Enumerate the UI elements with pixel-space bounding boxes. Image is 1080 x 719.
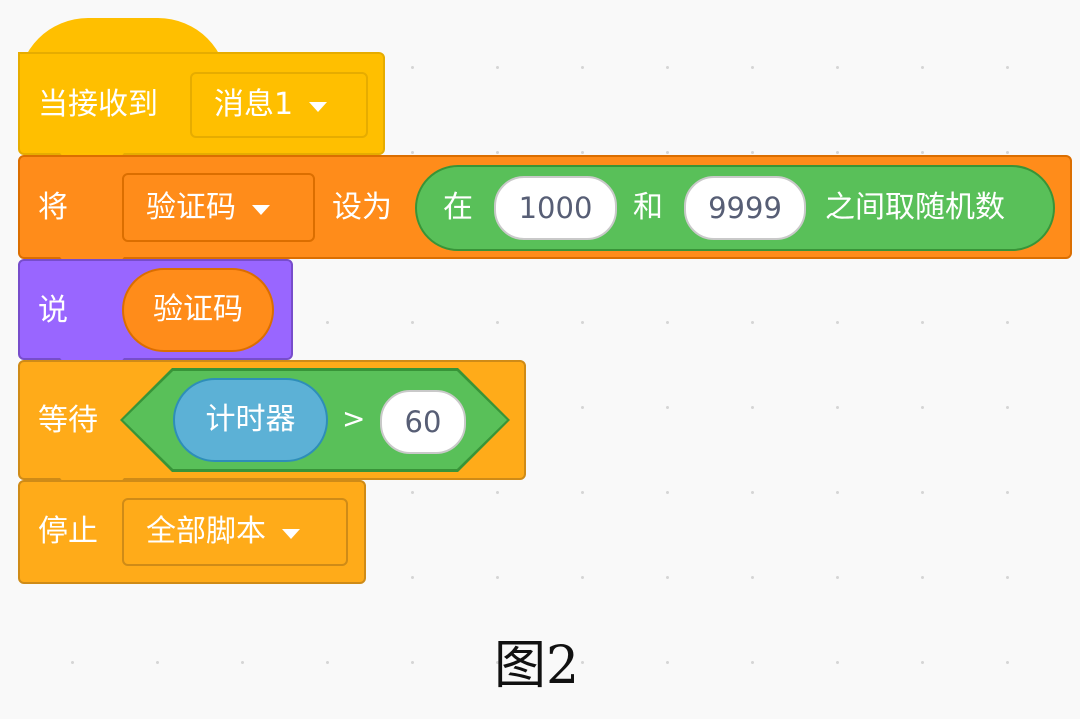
stop-label: 停止: [38, 514, 98, 549]
random-from-input[interactable]: 1000: [494, 176, 617, 240]
when-i-receive-label: 当接收到: [38, 87, 158, 122]
timer-reporter-label: 计时器: [205, 402, 296, 437]
operator-symbol: >: [342, 402, 366, 435]
variable-reporter-label: 验证码: [153, 292, 243, 327]
compare-value-input[interactable]: 60: [380, 390, 466, 454]
message-dropdown-value: 消息1: [214, 87, 294, 122]
pick-random-suffix: 之间取随机数: [825, 190, 1005, 225]
caret-down-icon: [252, 204, 270, 215]
message-dropdown[interactable]: 消息1: [190, 72, 368, 138]
pick-random-prefix: 在: [443, 190, 473, 225]
stop-option-dropdown[interactable]: 全部脚本: [122, 498, 348, 566]
to-label: 设为: [332, 190, 392, 225]
pick-random-and-label: 和: [633, 190, 663, 225]
caret-down-icon: [282, 529, 300, 539]
variable-dropdown-value: 验证码: [146, 189, 236, 225]
caret-down-icon: [309, 102, 328, 112]
variable-dropdown[interactable]: 验证码: [122, 173, 315, 242]
set-label: 将: [38, 190, 68, 225]
variable-reporter[interactable]: 验证码: [122, 268, 274, 352]
wait-label: 等待: [38, 403, 98, 438]
say-label: 说: [38, 293, 68, 328]
stop-option-value: 全部脚本: [146, 514, 266, 549]
random-to-input[interactable]: 9999: [684, 176, 806, 240]
figure-caption: 图2: [494, 636, 580, 696]
timer-reporter[interactable]: 计时器: [173, 378, 328, 462]
